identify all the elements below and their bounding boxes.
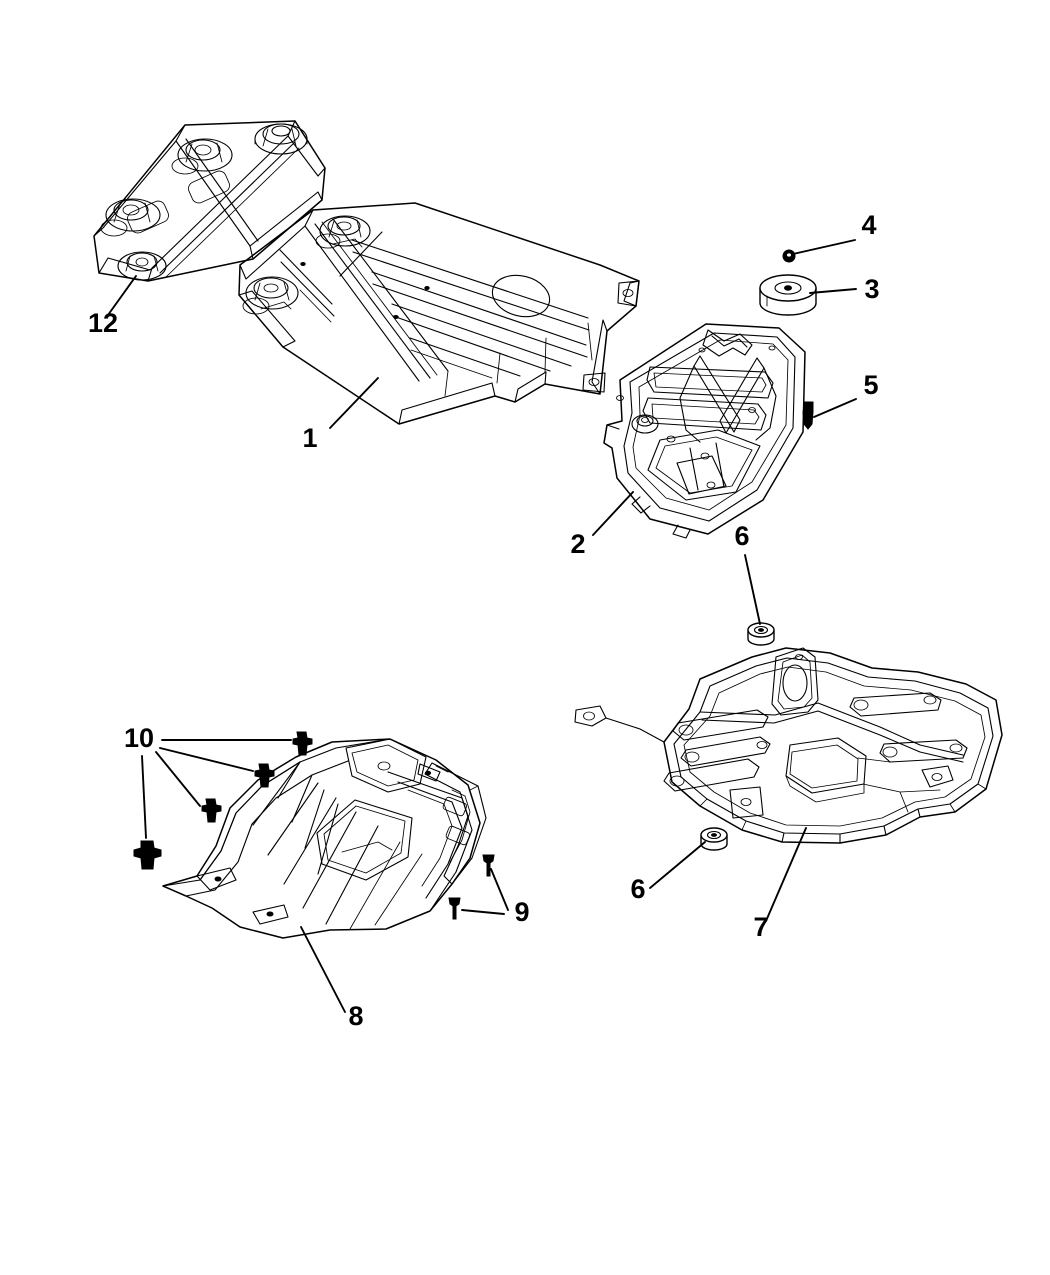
leader-6-lower	[649, 841, 706, 889]
leader-6-upper	[744, 554, 761, 625]
part-7-fuel-tank-heat-shield[interactable]	[574, 647, 1003, 844]
callout-5: 5	[863, 370, 878, 400]
leader-1	[329, 377, 379, 429]
callout-numbers: 1 2 3 4 5 6 6 7 8 9 10 12	[88, 210, 880, 1031]
callout-1: 1	[302, 423, 317, 453]
screw-a	[482, 854, 495, 877]
leader-9-a	[490, 868, 509, 911]
leader-8	[300, 926, 346, 1013]
part-3-isolator-grommet[interactable]	[759, 274, 817, 316]
callout-3: 3	[864, 274, 879, 304]
leader-12	[107, 275, 137, 316]
callout-12: 12	[88, 308, 118, 338]
callout-6-lower: 6	[630, 874, 645, 904]
leader-4	[792, 239, 856, 255]
leader-10-d	[141, 755, 147, 839]
clip-d	[133, 840, 162, 870]
part-4-retainer-nut[interactable]	[782, 249, 796, 263]
callout-8: 8	[348, 1001, 363, 1031]
clip-a	[292, 731, 313, 756]
part-6-isolator-washer-upper[interactable]	[747, 622, 775, 646]
leader-5	[813, 398, 857, 418]
leader-lines	[107, 239, 857, 1013]
part-2-rear-floor-heat-shield[interactable]	[603, 323, 806, 539]
leader-10-c	[155, 751, 201, 807]
part-6-isolator-washer-lower[interactable]	[700, 827, 728, 851]
callout-10: 10	[124, 723, 154, 753]
clip-c	[201, 798, 222, 823]
callout-4: 4	[861, 210, 876, 240]
part-8-front-belly-pan-shield[interactable]	[162, 738, 487, 939]
part-9-shield-screws[interactable]	[448, 854, 495, 920]
callout-6-upper: 6	[734, 521, 749, 551]
part-1-underbody-floor-pan-shield[interactable]	[238, 202, 640, 425]
part-5-push-pin-screw[interactable]	[802, 401, 814, 430]
leader-2	[592, 491, 634, 536]
leader-10-b	[159, 747, 254, 772]
leader-9-b	[461, 909, 505, 915]
callout-7: 7	[753, 912, 768, 942]
screw-b	[448, 897, 461, 920]
callout-9: 9	[514, 897, 529, 927]
leader-3	[809, 288, 857, 294]
part-12-rear-underbody-shield[interactable]	[93, 120, 326, 282]
leader-7	[765, 827, 807, 922]
callout-2: 2	[570, 529, 585, 559]
